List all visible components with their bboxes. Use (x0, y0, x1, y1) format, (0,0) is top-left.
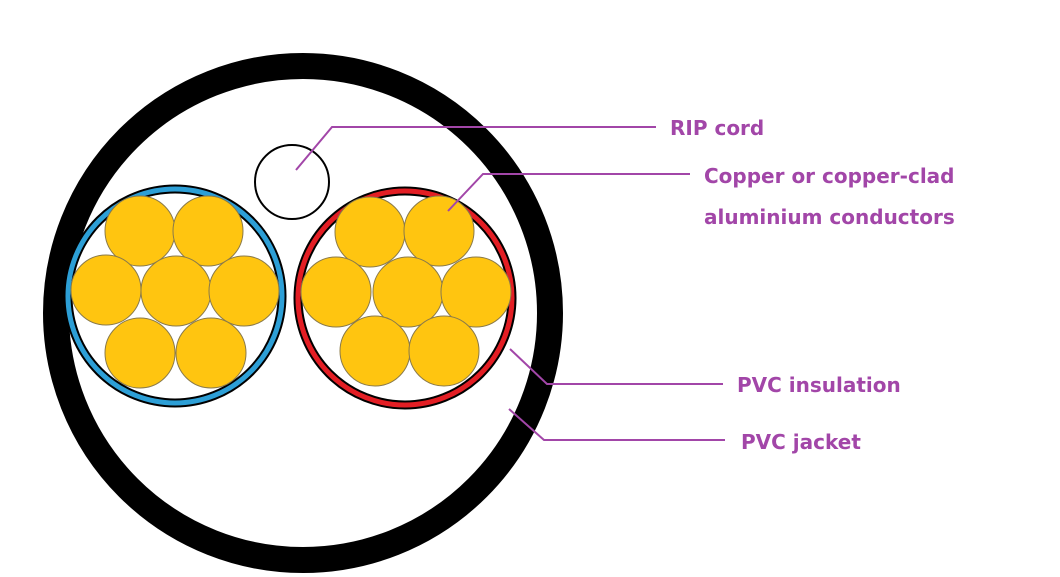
conductor-strand (334, 196, 406, 268)
callout-lines (295, 126, 725, 441)
conductor-strand (300, 256, 372, 328)
right-conductor-strands (300, 195, 512, 387)
conductor-strand (104, 317, 176, 389)
jacket-leader-line (508, 408, 725, 441)
right-pvc-insulation-ring (295, 188, 515, 408)
conductor-strand (208, 255, 280, 327)
conductor-strand (175, 317, 247, 389)
conductor-strand (104, 195, 176, 267)
left-core (63, 184, 287, 408)
right-core (293, 186, 517, 410)
conductors-label-line2: aluminium conductors (704, 205, 955, 229)
rip-cord-leader-line (295, 126, 656, 171)
conductors-label-line1: Copper or copper-clad (704, 164, 955, 188)
conductor-strand (372, 256, 444, 328)
rip-cord-label: RIP cord (670, 116, 764, 140)
insulation-label: PVC insulation (737, 373, 901, 397)
conductor-strand (172, 195, 244, 267)
jacket-label: PVC jacket (741, 430, 861, 454)
left-conductor-strands (70, 195, 280, 389)
rip-cord-circle (254, 144, 330, 220)
conductor-strand (140, 255, 212, 327)
conductor-strand (408, 315, 480, 387)
insulation-leader-line (509, 348, 723, 385)
left-pvc-insulation-ring (65, 186, 285, 406)
conductor-strand (403, 195, 475, 267)
conductors-leader-line (447, 173, 690, 212)
conductor-strand (339, 315, 411, 387)
conductor-strand (440, 256, 512, 328)
conductor-strand (70, 254, 142, 326)
